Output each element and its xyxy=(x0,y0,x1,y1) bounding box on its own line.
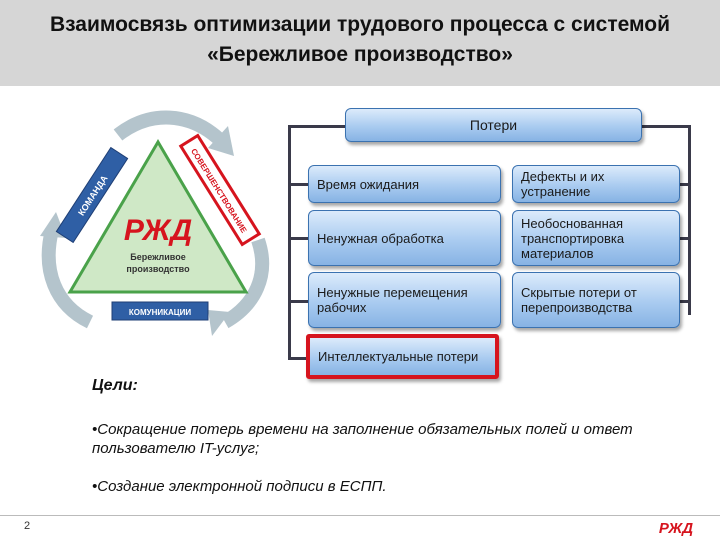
connector-left-3 xyxy=(288,300,308,303)
cycle-arrowhead-top xyxy=(208,126,234,156)
connector-left-2 xyxy=(288,237,308,240)
svg-text:РЖД: РЖД xyxy=(659,520,693,536)
communication-label: КОМУНИКАЦИИ xyxy=(129,308,192,317)
communication-banner: КОМУНИКАЦИИ xyxy=(111,301,209,321)
rzd-footer-logo-icon: РЖД xyxy=(659,520,693,536)
cycle-arrow-right xyxy=(221,237,270,329)
lean-label-line2: производство xyxy=(126,264,190,274)
footer-divider xyxy=(0,515,720,516)
loss-worker-movement-label: Ненужные перемещения рабочих xyxy=(317,285,468,315)
page-title: Взаимосвязь оптимизации трудового процес… xyxy=(49,13,670,66)
connector-right-3 xyxy=(678,300,690,303)
lean-label-line1: Бережливое xyxy=(130,252,185,262)
goal-item-2: •Создание электронной подписи в ЕСПП. xyxy=(92,478,387,495)
loss-transport: Необоснованная транспортировка материало… xyxy=(512,210,680,266)
losses-root-label: Потери xyxy=(469,116,518,133)
title-band xyxy=(0,0,720,86)
loss-waiting-label: Время ожидания xyxy=(317,176,420,192)
connector-left-trunk xyxy=(288,125,291,360)
connector-left-1 xyxy=(288,183,308,186)
connector-right-2 xyxy=(678,237,690,240)
loss-intellectual-label: Интеллектуальные потери xyxy=(318,349,479,364)
lean-cycle-diagram: КОМАНДА СОВЕРШЕНСТВОВАНИЕ КОМУНИКАЦИИ РЖ… xyxy=(40,110,270,336)
loss-worker-movement: Ненужные перемещения рабочих xyxy=(308,272,501,328)
loss-waiting: Время ожидания xyxy=(308,165,501,203)
loss-defects-label: Дефекты и их устранение xyxy=(521,169,605,199)
loss-unneeded-processing: Ненужная обработка xyxy=(308,210,501,266)
svg-text:РЖД: РЖД xyxy=(124,214,192,247)
connector-left-4 xyxy=(288,357,308,360)
losses-root: Потери xyxy=(345,108,642,142)
lean-triangle xyxy=(67,139,249,294)
goal-item-1: •Сокращение потерь времени на заполнение… xyxy=(92,421,633,457)
loss-transport-label: Необоснованная транспортировка материало… xyxy=(521,215,625,261)
connector-root-left xyxy=(288,125,348,128)
connector-right xyxy=(640,125,690,128)
cycle-arrowhead-right xyxy=(208,310,230,336)
loss-overproduction: Скрытые потери от перепроизводства xyxy=(512,272,680,328)
cycle-arrow-top xyxy=(113,110,225,146)
connector-right-1 xyxy=(678,183,690,186)
goals-title: Цели: xyxy=(92,377,138,394)
loss-unneeded-processing-label: Ненужная обработка xyxy=(317,230,444,246)
loss-overproduction-label: Скрытые потери от перепроизводства xyxy=(521,285,637,315)
connector-right-trunk xyxy=(688,125,691,315)
rzd-logo-icon: РЖД xyxy=(124,214,192,247)
loss-defects: Дефекты и их устранение xyxy=(512,165,680,203)
cycle-arrow-left xyxy=(41,228,94,329)
loss-intellectual: Интеллектуальные потери xyxy=(306,334,499,379)
page-number: 2 xyxy=(24,520,31,532)
